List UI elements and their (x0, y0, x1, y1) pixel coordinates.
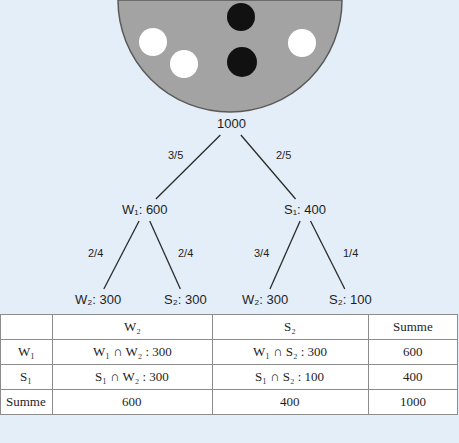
table-cell: W₁ (18, 344, 35, 360)
tree-branch (311, 221, 345, 289)
white-ball (139, 28, 167, 56)
tree-node: 1000 (215, 115, 248, 133)
branch-probability: 3/4 (253, 247, 270, 260)
tree-branch (150, 221, 181, 289)
tree-node: S₂: 300 (162, 291, 209, 309)
tree-branch (104, 221, 139, 289)
table-cell: S₁ ∩ S₂ : 100 (255, 369, 324, 385)
branch-probability: 1/4 (342, 247, 359, 260)
node-text: S₂: 300 (164, 292, 207, 307)
table-cell: S₂ (284, 319, 296, 335)
tree-node: S₁: 400 (282, 201, 328, 219)
table-grid (0, 314, 458, 415)
table-cell: W₁ ∩ S₂ : 300 (253, 344, 327, 360)
white-ball (170, 50, 198, 78)
table-cell: W₁ ∩ W₂ : 300 (93, 344, 172, 360)
table-cell: 400 (280, 394, 300, 410)
tree-node: W₂: 300 (73, 291, 123, 309)
tree-branch (156, 135, 221, 199)
tree-node: W₁: 600 (120, 201, 170, 219)
branch-probability: 3/5 (167, 149, 184, 162)
tree-branch (241, 135, 296, 199)
table-cell: Summe (393, 319, 433, 335)
node-text: S₁: 400 (284, 202, 326, 217)
branch-probability: 2/5 (275, 149, 292, 162)
black-ball (227, 47, 257, 77)
table-cell: W₂ (124, 319, 141, 335)
table-cell: 600 (403, 344, 423, 360)
table-cell: 600 (122, 394, 142, 410)
node-text: S₂: 100 (329, 292, 372, 307)
table-cell: S₁ (20, 369, 32, 385)
node-text: W₁: 600 (122, 202, 168, 217)
node-text: W₂: 300 (242, 292, 288, 307)
table-cell: Summe (6, 394, 46, 410)
tree-node: S₂: 100 (327, 291, 374, 309)
branch-probability: 2/4 (177, 247, 194, 260)
branch-probability: 2/4 (87, 247, 104, 260)
tree-node: W₂: 300 (240, 291, 290, 309)
table-cell: 400 (403, 369, 423, 385)
urn (118, 0, 342, 112)
node-text: W₂: 300 (75, 292, 121, 307)
tree-branch (270, 221, 300, 289)
white-ball (288, 29, 316, 57)
table-cell: S₁ ∩ W₂ : 300 (95, 369, 169, 385)
node-text: 1000 (217, 116, 246, 131)
table-cell: 1000 (400, 394, 426, 410)
black-ball (227, 3, 255, 31)
